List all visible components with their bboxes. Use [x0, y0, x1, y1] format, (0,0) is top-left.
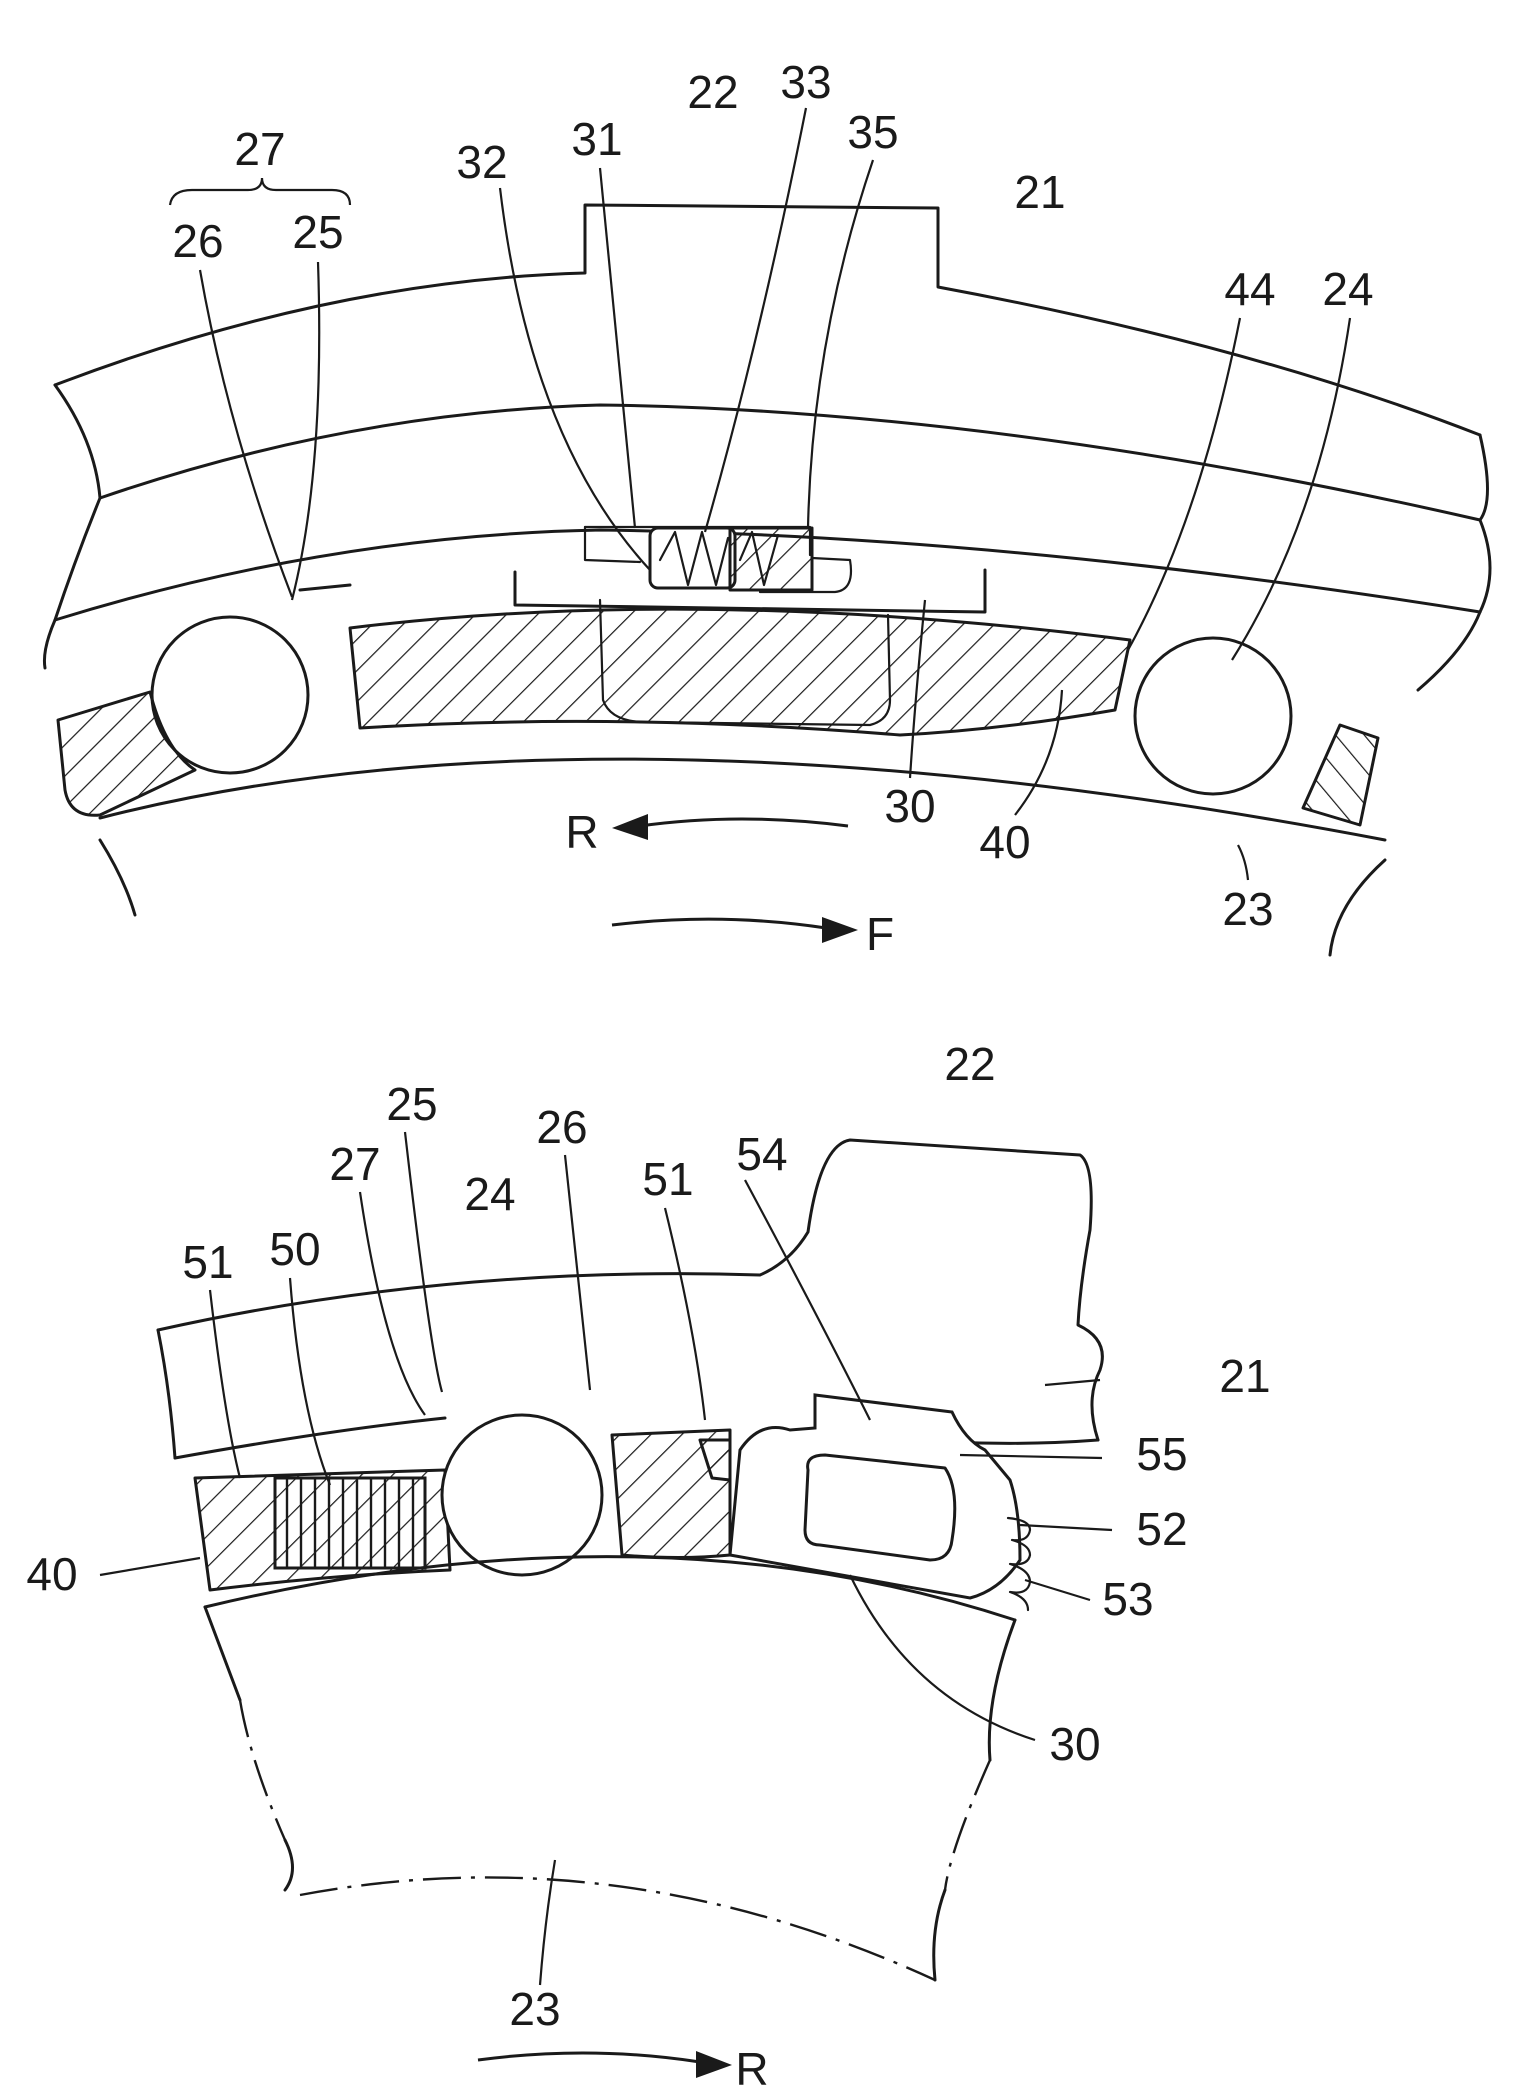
label-22-bottom: 22: [944, 1038, 995, 1090]
figure-bottom: 22 25 26 27 24 51 54 50 51 21 55 40 52 5…: [26, 1038, 1270, 2095]
label-54: 54: [736, 1128, 787, 1180]
label-22: 22: [687, 66, 738, 118]
label-25-bottom: 25: [386, 1078, 437, 1130]
arrow-reverse-bottom: [478, 2053, 700, 2062]
cage-40: [350, 609, 1130, 735]
label-27: 27: [234, 123, 285, 175]
label-40-bottom: 40: [26, 1548, 77, 1600]
brace-27: [170, 178, 350, 205]
label-44: 44: [1224, 263, 1275, 315]
figure-top: 27 26 25 32 31 22 33 35 21 44 24 30 40 2…: [44, 56, 1490, 960]
spring-50: [275, 1478, 425, 1568]
label-26-bottom: 26: [536, 1101, 587, 1153]
cage-fragment-right: [1303, 725, 1378, 825]
label-51-right: 51: [642, 1153, 693, 1205]
label-27-bottom: 27: [329, 1138, 380, 1190]
label-21: 21: [1014, 166, 1065, 218]
arrow-label-f: F: [866, 908, 894, 960]
label-30-bottom: 30: [1049, 1718, 1100, 1770]
label-51-left: 51: [182, 1236, 233, 1288]
outer-ring-21-bottom: [158, 1140, 1102, 1440]
label-35: 35: [847, 106, 898, 158]
label-23: 23: [1222, 883, 1273, 935]
label-30: 30: [884, 780, 935, 832]
label-55: 55: [1136, 1428, 1187, 1480]
label-50: 50: [269, 1223, 320, 1275]
arrow-label-r: R: [565, 806, 598, 858]
spring-seat-area: [515, 527, 985, 612]
label-23-bottom: 23: [509, 1983, 560, 2035]
roller-24: [1135, 638, 1291, 794]
label-33: 33: [780, 56, 831, 108]
label-53: 53: [1102, 1573, 1153, 1625]
arrow-label-r-bottom: R: [735, 2043, 768, 2095]
label-24: 24: [1322, 263, 1373, 315]
arrow-forward: [612, 919, 826, 928]
label-52: 52: [1136, 1503, 1187, 1555]
label-32: 32: [456, 136, 507, 188]
label-40: 40: [979, 816, 1030, 868]
label-31: 31: [571, 113, 622, 165]
label-24-bottom: 24: [464, 1168, 515, 1220]
label-21-bottom: 21: [1219, 1350, 1270, 1402]
roller-24-bottom: [442, 1415, 602, 1575]
label-26: 26: [172, 215, 223, 267]
label-25: 25: [292, 206, 343, 258]
arrow-reverse: [640, 819, 848, 826]
